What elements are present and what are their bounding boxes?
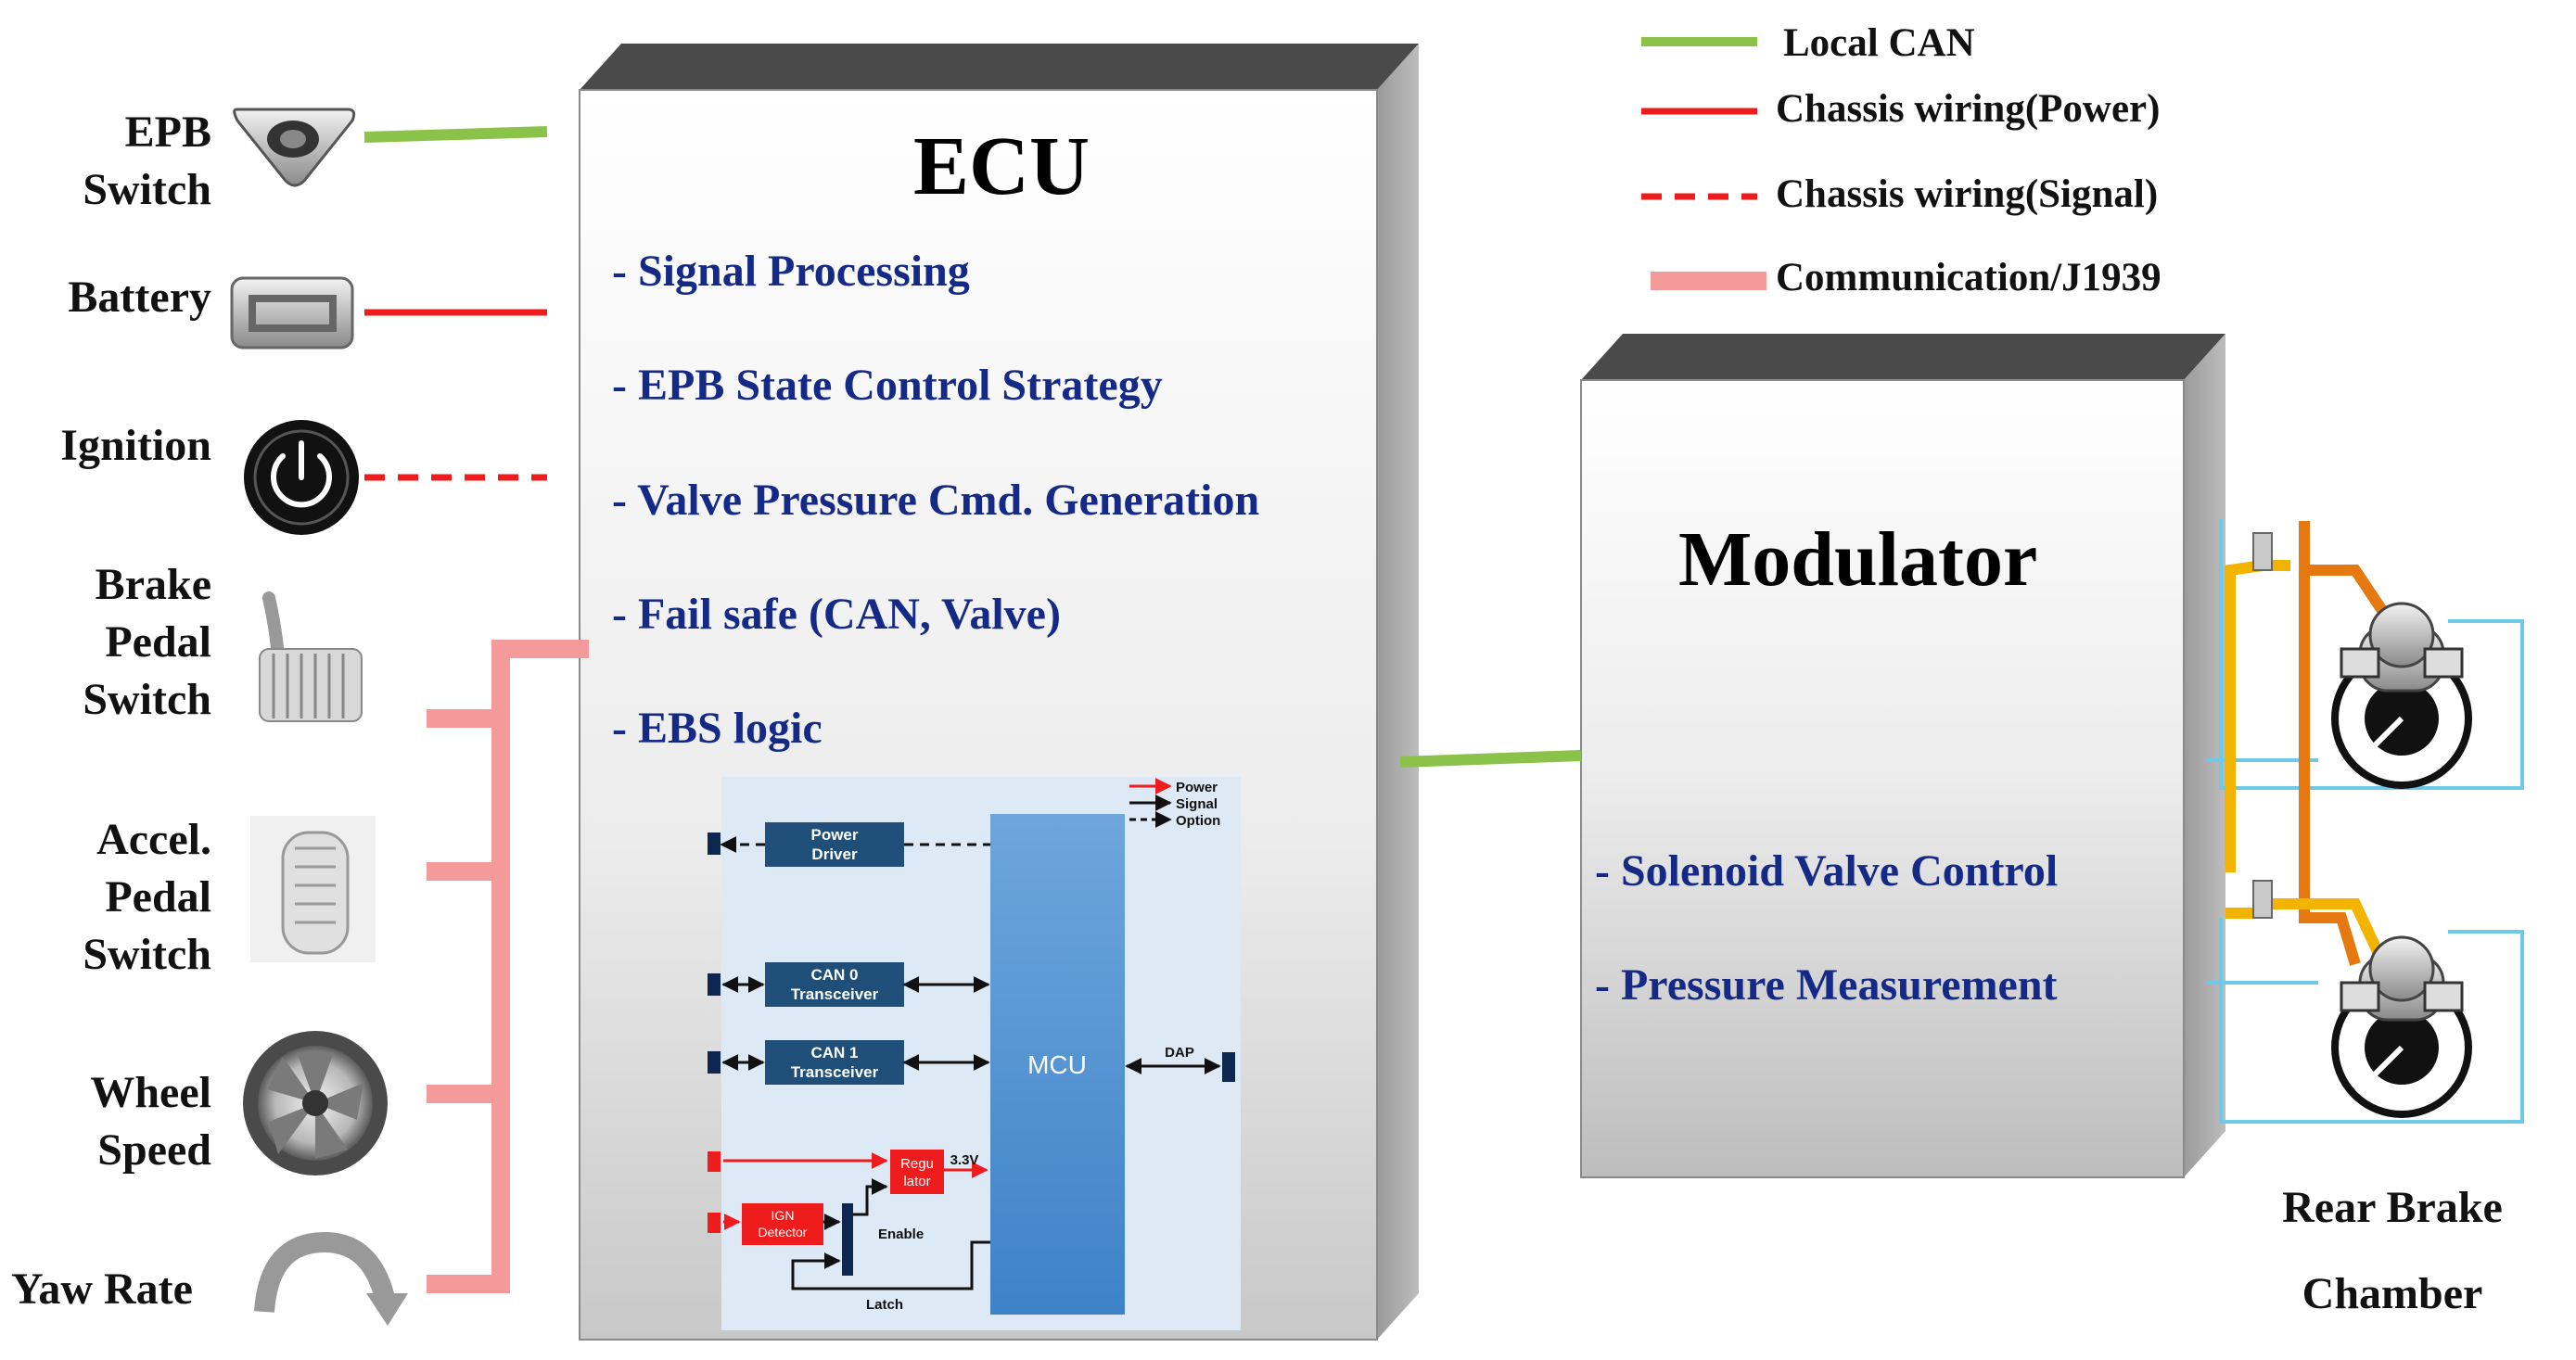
epb-switch-label: EPB Switch (83, 108, 211, 214)
battery-icon (230, 276, 354, 350)
modulator-function-pressure: - Pressure Measurement (1595, 960, 2058, 1010)
yaw-rate-arrow-icon (254, 1231, 408, 1326)
bd-legend-option: Option (1176, 813, 1220, 829)
regulator-port (708, 1151, 721, 1172)
regulator-block (890, 1150, 944, 1194)
chamber-label: Chamber (2302, 1269, 2483, 1318)
can0-port (708, 973, 721, 996)
modulator-top-face (1581, 334, 2225, 380)
power-driver-port (708, 833, 721, 855)
modulator-box (1580, 334, 2225, 1178)
legend (1641, 37, 1766, 290)
rear-brake-label: Rear Brake (2282, 1183, 2503, 1232)
ecu-function-valve-pressure-cmd: - Valve Pressure Cmd. Generation (612, 476, 1260, 525)
brake-pedal-icon (259, 591, 363, 722)
epb-switch-icon (233, 108, 356, 187)
ecu-top-face (580, 44, 1419, 90)
enable-gate (842, 1203, 853, 1276)
ecu-function-ebs-logic: - EBS logic (612, 704, 823, 753)
can0-label-2: Transceiver (791, 985, 879, 1003)
dap-label: DAP (1165, 1045, 1194, 1061)
battery-label: Battery (68, 273, 211, 322)
ecu-function-fail-safe: - Fail safe (CAN, Valve) (612, 590, 1061, 639)
power-driver-block (765, 822, 904, 867)
ignition-label: Ignition (60, 421, 211, 470)
legend-chassis-power-label: Chassis wiring(Power) (1776, 87, 2161, 131)
ignition-power-icon (244, 420, 359, 535)
modulator-title: Modulator (1678, 516, 2038, 603)
dap-port (1222, 1052, 1235, 1082)
bd-legend-power: Power (1176, 780, 1218, 795)
modulator-front-face (1580, 379, 2185, 1178)
ecu-function-epb-state-control: - EPB State Control Strategy (612, 361, 1163, 410)
modulator-side-face (2184, 334, 2225, 1177)
wheel-speed-label: Wheel Speed (90, 1068, 211, 1175)
can1-label-2: Transceiver (791, 1063, 879, 1081)
ign-detector-label-2: Detector (759, 1225, 808, 1239)
epb-can-line (363, 126, 548, 143)
enable-label: Enable (878, 1227, 924, 1242)
ecu-modulator-can-line (1399, 750, 1582, 768)
accel-pedal-icon (250, 816, 376, 962)
latch-label: Latch (866, 1297, 903, 1313)
ign-detector-port (708, 1213, 721, 1233)
rear-brake-chamber-illustration (2207, 519, 2524, 1124)
brake-pedal-switch-label: Brake Pedal Switch (83, 560, 211, 724)
legend-chassis-signal-label: Chassis wiring(Signal) (1776, 172, 2159, 216)
can1-port (708, 1051, 721, 1074)
mcu-block (990, 814, 1125, 1315)
ecu-block-diagram: Power Signal Option Power Driver CAN 0 T… (708, 777, 1241, 1330)
can1-block (765, 1040, 904, 1085)
legend-local-can-label: Local CAN (1783, 21, 1975, 65)
can0-block (765, 962, 904, 1007)
ecu-side-face (1377, 44, 1419, 1340)
power-driver-label-2: Driver (811, 845, 858, 863)
yaw-rate-label: Yaw Rate (11, 1265, 193, 1314)
accel-pedal-switch-label: Accel. Pedal Switch (83, 815, 211, 979)
mcu-label: MCU (1027, 1050, 1087, 1079)
bd-legend-signal: Signal (1176, 796, 1218, 812)
power-driver-label-1: Power (810, 826, 858, 844)
can0-label-1: CAN 0 (810, 966, 858, 984)
can1-label-1: CAN 1 (810, 1044, 858, 1061)
legend-communication-label: Communication/J1939 (1776, 256, 2162, 299)
ecu-function-signal-processing: - Signal Processing (612, 247, 970, 296)
ign-detector-label-1: IGN (772, 1208, 795, 1223)
voltage-label: 3.3V (950, 1152, 979, 1168)
regulator-label-2: lator (903, 1174, 930, 1189)
wheel-icon (243, 1031, 388, 1176)
modulator-function-solenoid: - Solenoid Valve Control (1595, 846, 2059, 896)
regulator-label-1: Regu (900, 1156, 934, 1172)
ign-detector-block (742, 1203, 823, 1245)
ecu-title: ECU (913, 121, 1090, 212)
communication-bus (427, 640, 589, 1293)
